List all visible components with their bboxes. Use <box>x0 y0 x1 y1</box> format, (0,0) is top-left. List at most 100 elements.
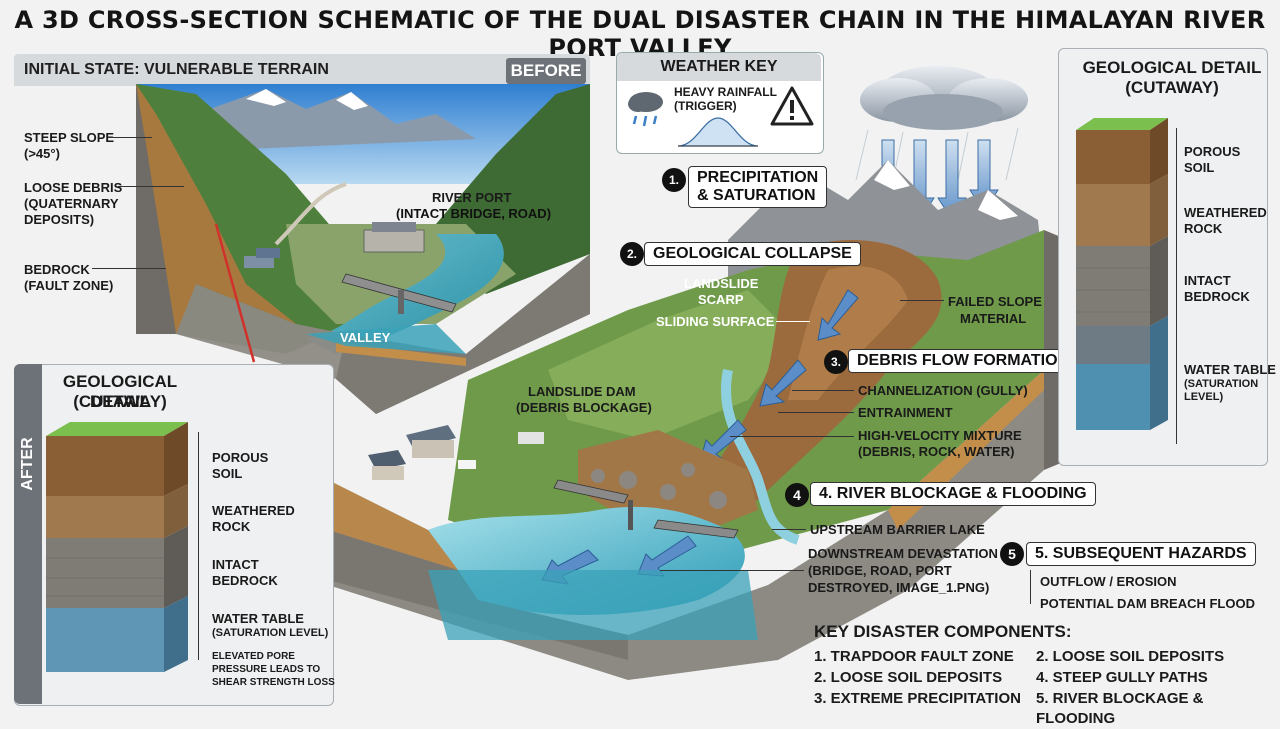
label-failed-slope-2: MATERIAL <box>960 311 1027 326</box>
label-bedrock: BEDROCK <box>24 262 90 277</box>
step-1-line-2: & SATURATION <box>697 187 816 204</box>
label-landslide-dam-2: (DEBRIS BLOCKAGE) <box>516 400 652 415</box>
geo-left-pore-3: SHEAR STRENGTH LOSS <box>212 677 335 688</box>
geo-right-soil-column <box>1076 118 1168 430</box>
label-loose-debris-3: DEPOSITS) <box>24 212 95 227</box>
step-3-number: 3. <box>824 350 848 374</box>
page-title: A 3D CROSS-SECTION SCHEMATIC OF THE DUAL… <box>14 6 1266 62</box>
label-outflow: OUTFLOW / EROSION <box>1040 574 1177 589</box>
component-item: 3. EXTREME PRECIPITATION <box>814 690 1021 707</box>
geo-right-porous-2: SOIL <box>1184 160 1215 175</box>
step-4-number: 4 <box>785 483 809 507</box>
label-downstream-2: (BRIDGE, ROAD, PORT <box>808 563 952 578</box>
geo-left-porous: POROUS <box>212 450 269 465</box>
rain-cloud-icon <box>628 92 663 127</box>
component-item: 2. LOOSE SOIL DEPOSITS <box>814 669 1003 686</box>
step-5-label: 5. SUBSEQUENT HAZARDS <box>1026 542 1256 566</box>
geo-right-water: WATER TABLE <box>1184 362 1276 377</box>
warning-icon <box>770 86 814 126</box>
label-loose-debris-2: (QUATERNARY <box>24 196 119 211</box>
before-terrain-illustration <box>136 84 590 414</box>
bracket-line <box>1030 570 1037 604</box>
geo-left-porous-2: SOIL <box>212 466 243 481</box>
label-landslide-scarp-2: SCARP <box>698 292 744 307</box>
after-tag-strip <box>14 364 42 704</box>
label-downstream: DOWNSTREAM DEVASTATION <box>808 546 998 561</box>
rainfall-distribution-icon <box>677 117 759 147</box>
geo-left-weathered-2: ROCK <box>212 519 251 534</box>
geo-right-water-2: (SATURATION <box>1184 378 1259 390</box>
step-2-number: 2. <box>620 242 644 266</box>
leader-line <box>660 570 804 571</box>
label-river-port: RIVER PORT <box>432 190 512 205</box>
geo-right-weathered-2: ROCK <box>1184 221 1223 236</box>
leader-line <box>778 412 854 413</box>
geo-left-pore: ELEVATED PORE <box>212 651 295 662</box>
geo-left-title: GEOLOGICAL DETAIL <box>62 372 178 411</box>
label-failed-slope: FAILED SLOPE <box>948 294 1042 309</box>
step-3-label: DEBRIS FLOW FORMATION <box>848 349 1079 373</box>
leader-line <box>730 436 854 437</box>
label-high-velocity: HIGH-VELOCITY MIXTURE <box>858 428 1022 443</box>
leader-line <box>118 186 184 187</box>
step-1-line-1: PRECIPITATION <box>697 169 819 186</box>
label-steep-slope-value: (>45°) <box>24 146 60 161</box>
before-panel-header <box>14 54 590 86</box>
geo-left-water-2: (SATURATION LEVEL) <box>212 627 329 639</box>
geo-left-weathered: WEATHERED <box>212 503 295 518</box>
label-bedrock-2: (FAULT ZONE) <box>24 278 114 293</box>
leader-line <box>92 268 166 269</box>
component-item: 1. TRAPDOOR FAULT ZONE <box>814 648 1014 665</box>
component-item: 2. LOOSE SOIL DEPOSITS <box>1036 648 1225 665</box>
geo-right-porous: POROUS <box>1184 144 1241 159</box>
leader-line <box>776 321 810 322</box>
component-item: 4. STEEP GULLY PATHS <box>1036 669 1208 686</box>
before-tag: BEFORE <box>506 58 586 84</box>
label-valley: VALLEY <box>340 330 391 345</box>
step-1-number: 1. <box>662 168 686 192</box>
geo-right-bracket <box>1176 128 1183 444</box>
geo-right-intact-2: BEDROCK <box>1184 289 1250 304</box>
label-steep-slope: STEEP SLOPE <box>24 130 115 145</box>
geo-left-subtitle: (CUTAWAY) <box>73 392 167 411</box>
geo-right-subtitle: (CUTAWAY) <box>1125 78 1219 97</box>
geo-left-intact-2: BEDROCK <box>212 573 278 588</box>
step-5-number: 5 <box>1000 542 1024 566</box>
label-channelization: CHANNELIZATION (GULLY) <box>858 383 1028 398</box>
label-landslide-scarp: LANDSLIDE <box>684 276 759 291</box>
after-tag: AFTER <box>19 437 36 491</box>
geo-right-weathered: WEATHERED <box>1184 205 1267 220</box>
label-river-port-2: (INTACT BRIDGE, ROAD) <box>396 206 552 221</box>
label-sliding-surface: SLIDING SURFACE <box>656 314 775 329</box>
geo-left-water: WATER TABLE <box>212 611 304 626</box>
step-2-label: GEOLOGICAL COLLAPSE <box>644 242 861 266</box>
geo-right-title: GEOLOGICAL DETAIL <box>1082 58 1262 77</box>
component-item: 5. RIVER BLOCKAGE & FLOODING <box>1036 690 1204 727</box>
weather-key-title: WEATHER KEY <box>660 58 778 75</box>
leader-line <box>772 529 806 530</box>
weather-key-item-1: HEAVY RAINFALL <box>674 85 777 99</box>
leader-line <box>792 390 854 391</box>
label-dam-breach: POTENTIAL DAM BREACH FLOOD <box>1040 596 1255 611</box>
weather-key-item-2: (TRIGGER) <box>674 99 737 113</box>
weather-key-header <box>617 53 821 81</box>
label-landslide-dam: LANDSLIDE DAM <box>528 384 636 399</box>
before-panel-title: INITIAL STATE: VULNERABLE TERRAIN <box>24 61 329 78</box>
label-barrier-lake: UPSTREAM BARRIER LAKE <box>810 522 985 537</box>
leader-line <box>900 300 944 301</box>
step-1-label: PRECIPITATION & SATURATION <box>688 166 828 208</box>
label-entrainment: ENTRAINMENT <box>858 405 953 420</box>
leader-line <box>108 137 152 138</box>
geo-right-intact: INTACT <box>1184 273 1231 288</box>
label-downstream-3: DESTROYED, image_1.png) <box>808 580 990 595</box>
geo-left-intact: INTACT <box>212 557 259 572</box>
geo-left-bracket <box>198 432 205 660</box>
geo-left-pore-2: PRESSURE LEADS TO <box>212 664 321 675</box>
storm-cloud <box>860 66 1028 130</box>
label-loose-debris: LOOSE DEBRIS <box>24 180 123 195</box>
label-high-velocity-2: (DEBRIS, ROCK, WATER) <box>858 444 1015 459</box>
step-4-label: 4. RIVER BLOCKAGE & FLOODING <box>810 482 1096 506</box>
geo-right-water-3: LEVEL) <box>1184 391 1224 403</box>
components-header: KEY DISASTER COMPONENTS: <box>814 622 1072 641</box>
geo-left-soil-column <box>46 422 188 672</box>
